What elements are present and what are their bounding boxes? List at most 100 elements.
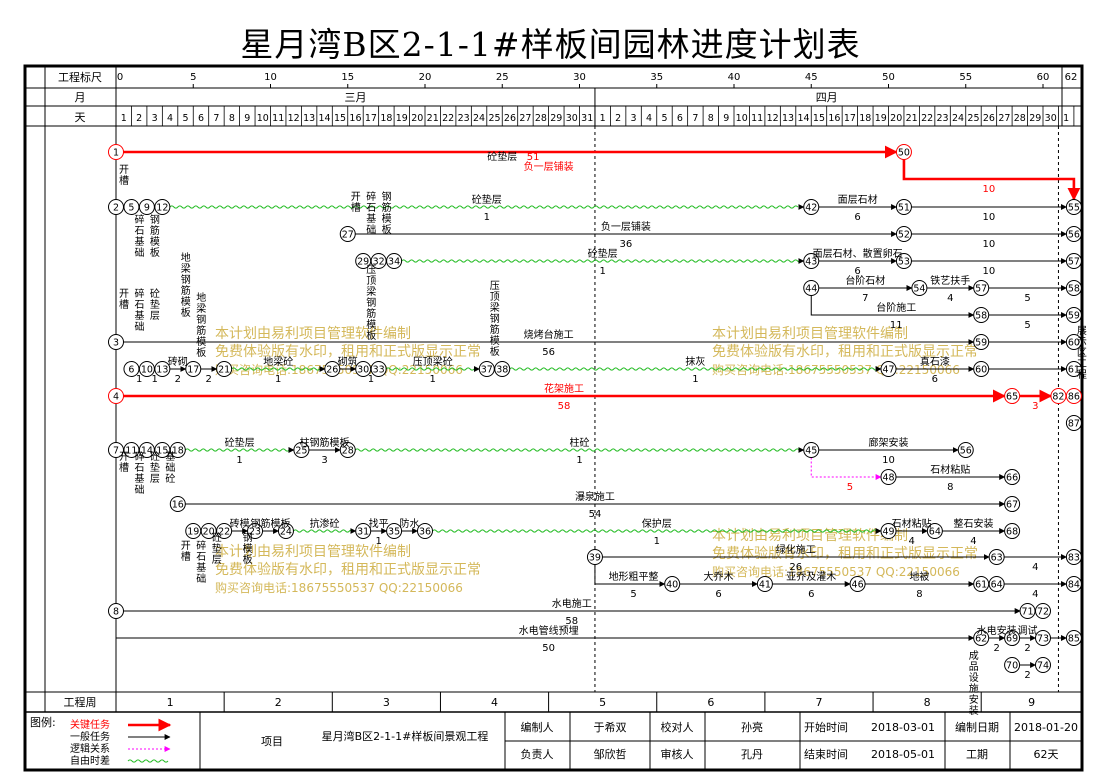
vertical-task-label: 压顶梁钢筋模板 [366, 264, 376, 342]
node-circle [417, 523, 433, 539]
event-node: 29 [355, 253, 372, 269]
node-number: 29 [357, 257, 369, 268]
node-circle [154, 199, 171, 215]
vertical-task-label: 碎石基础 [134, 287, 144, 333]
node-number: 23 [249, 527, 261, 538]
period-value: 62天 [1034, 748, 1059, 761]
node-number: 56 [960, 446, 972, 457]
event-node: 34 [386, 253, 403, 269]
node-circle [973, 334, 990, 350]
event-node: 69 [1004, 630, 1021, 646]
node-circle [1065, 253, 1082, 269]
node-number: 12 [156, 203, 168, 214]
day-label: 2 [615, 113, 621, 124]
event-node: 56 [957, 442, 974, 458]
node-number: 51 [898, 203, 910, 214]
node-circle [277, 523, 294, 539]
legend-title: 图例: [30, 715, 56, 729]
event-node: 66 [1004, 469, 1021, 485]
task-duration: 50 [542, 643, 555, 654]
day-label: 25 [967, 113, 979, 124]
node-number: 84 [1068, 580, 1080, 591]
event-node: 26 [324, 361, 341, 377]
day-label: 1 [121, 113, 127, 124]
event-node: 72 [1035, 603, 1051, 619]
task-duration: 36 [619, 239, 632, 250]
vertical-task-label: 碎石基础 [134, 213, 144, 259]
day-label: 1 [1063, 113, 1069, 124]
task-name: 砼垫层 [588, 247, 618, 260]
vertical-task-label: 成品设施安装 [969, 650, 979, 717]
day-label: 23 [937, 113, 949, 124]
task-duration: 1 [275, 374, 281, 385]
task-duration: 7 [862, 293, 868, 304]
week-number: 8 [924, 696, 931, 709]
node-circle [154, 361, 171, 377]
node-number: 31 [357, 527, 369, 538]
event-node: 64 [926, 523, 943, 539]
event-node: 13 [154, 361, 171, 377]
reviewer-label: 校对人 [661, 720, 694, 734]
node-number: 5 [128, 203, 134, 214]
day-label: 16 [349, 113, 361, 124]
node-number: 65 [1006, 392, 1018, 403]
scale-tick-label: 15 [341, 72, 354, 83]
node-circle [957, 442, 974, 458]
vertical-task-label: 基础砼 [165, 450, 175, 485]
free-float-wave [184, 448, 290, 452]
vertical-task-label: 碎石基础 [366, 190, 376, 236]
legend-label: 一般任务 [70, 730, 110, 743]
task-duration: 5 [1024, 293, 1030, 304]
month-label-april: 四月 [816, 91, 838, 104]
free-float-wave [385, 367, 475, 371]
task-name: 瀑泉施工 [575, 490, 615, 503]
node-circle [1004, 469, 1021, 485]
month-label-march: 三月 [344, 91, 366, 104]
task-name: 亚乔及灌木 [786, 571, 836, 583]
node-circle [1065, 576, 1082, 592]
event-node: 59 [973, 334, 990, 350]
task-name: 铁艺扶手 [930, 274, 970, 287]
node-circle [756, 576, 773, 592]
node-number: 53 [898, 257, 910, 268]
node-circle [911, 280, 928, 296]
event-node: 12 [154, 199, 171, 215]
outer-border [23, 64, 1084, 772]
date-label: 编制日期 [955, 720, 999, 734]
event-node: 19 [185, 523, 202, 539]
scale-row-label: 工程标尺 [58, 70, 102, 84]
day-label: 26 [504, 113, 516, 124]
event-node: 21 [216, 361, 233, 377]
task-name: 抗渗砼 [310, 517, 340, 530]
day-label: 24 [952, 113, 964, 124]
reviewer-value: 孙亮 [741, 720, 763, 734]
node-circle [355, 523, 372, 539]
task-duration: 10 [983, 184, 996, 195]
day-label: 17 [844, 113, 856, 124]
day-label: 19 [396, 113, 408, 124]
task-duration: 56 [542, 347, 555, 358]
node-circle [1065, 280, 1082, 296]
event-node: 41 [756, 576, 773, 592]
task-duration: 1 [136, 374, 142, 385]
event-node: 70 [1004, 657, 1021, 673]
day-label: 3 [152, 113, 158, 124]
day-label: 22 [921, 113, 933, 124]
date-value: 2018-01-20 [1014, 721, 1078, 734]
task-duration: 4 [947, 293, 953, 304]
node-number: 55 [1068, 203, 1080, 214]
month-row-label: 月 [75, 91, 86, 104]
task-annotation: 砼垫层 [487, 150, 517, 163]
task-name: 保护层 [642, 517, 672, 530]
scale-tick-label: 45 [805, 72, 818, 83]
day-label: 6 [198, 113, 204, 124]
vertical-task-label: 开槽 [119, 452, 129, 474]
editor-label: 编制人 [521, 720, 554, 734]
node-number: 13 [156, 365, 168, 376]
node-circle [370, 361, 387, 377]
vertical-task-label: 地梁钢筋模板 [196, 291, 206, 359]
node-number: 86 [1068, 392, 1080, 403]
node-number: 39 [589, 553, 601, 564]
day-label: 10 [736, 113, 748, 124]
